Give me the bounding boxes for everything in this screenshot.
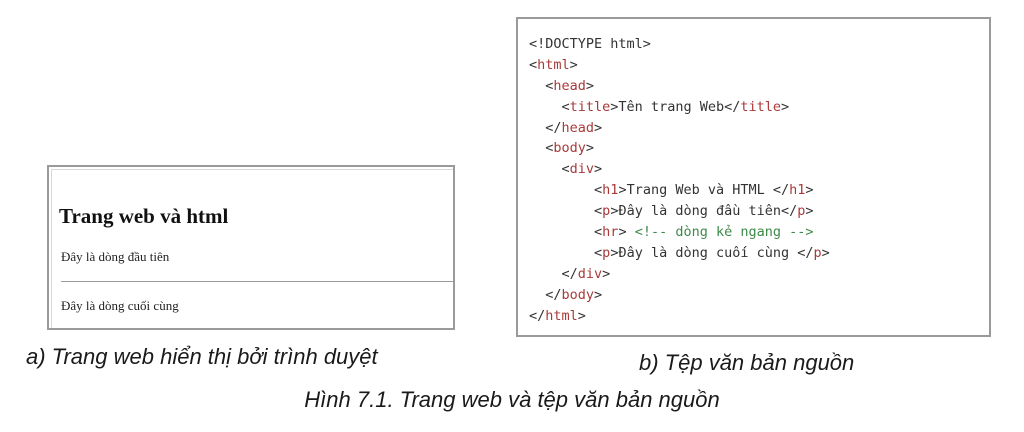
code-text: < xyxy=(529,56,538,73)
browser-render-panel: Trang web và html Đây là dòng đầu tiên Đ… xyxy=(47,165,455,330)
code-text: > xyxy=(594,119,603,136)
page-heading: Trang web và html xyxy=(59,204,229,228)
source-code-panel: <!DOCTYPE html><html> <head> <title>Tên … xyxy=(516,17,991,337)
code-text: < xyxy=(594,182,603,199)
code-text: > xyxy=(585,140,595,157)
code-tag-name: p xyxy=(602,244,611,261)
code-tag-name: h1 xyxy=(789,182,806,199)
browser-viewport: Trang web và html Đây là dòng đầu tiên Đ… xyxy=(51,169,453,328)
caption-source-file: b) Tệp văn bản nguồn xyxy=(639,350,855,375)
code-line: <p>Đây là dòng cuối cùng </p> xyxy=(529,243,830,264)
code-line: <h1>Trang Web và HTML </h1> xyxy=(529,180,830,201)
code-tag-name: title xyxy=(740,98,781,115)
code-line: <title>Tên trang Web</title> xyxy=(529,97,830,118)
source-code-listing: <!DOCTYPE html><html> <head> <title>Tên … xyxy=(529,34,830,326)
code-text: > xyxy=(780,98,790,115)
code-text: </ xyxy=(561,265,578,282)
code-text: >Tên trang Web</ xyxy=(610,98,741,115)
horizontal-rule xyxy=(61,281,453,282)
code-text: < xyxy=(545,140,554,157)
code-line: </body> xyxy=(529,285,830,306)
code-text: <!DOCTYPE html> xyxy=(529,36,651,52)
code-text: > xyxy=(577,307,586,324)
code-line: <p>Đây là dòng đầu tiên</p> xyxy=(529,201,830,222)
code-line: </head> xyxy=(529,118,830,139)
code-line: <html> xyxy=(529,55,830,76)
code-text: < xyxy=(594,244,603,261)
code-text: > xyxy=(602,265,611,282)
code-text: > xyxy=(821,244,830,261)
page-paragraph-last: Đây là dòng cuối cùng xyxy=(61,298,179,313)
code-line: </html> xyxy=(529,306,830,327)
code-text: < xyxy=(561,98,570,115)
code-line: <hr> <!-- dòng kẻ ngang --> xyxy=(529,222,830,243)
code-tag-name: p xyxy=(602,203,611,220)
code-text: > xyxy=(569,56,578,73)
code-text: </ xyxy=(545,119,562,136)
code-tag-name: title xyxy=(569,98,611,115)
code-text: > xyxy=(594,286,603,303)
code-text: < xyxy=(594,224,603,241)
code-text: > xyxy=(805,203,814,220)
caption-browser-view: a) Trang web hiển thị bởi trình duyệt xyxy=(26,344,378,369)
code-text: < xyxy=(594,203,603,220)
code-line: <!DOCTYPE html> xyxy=(529,34,830,55)
code-line: <head> xyxy=(529,76,830,97)
code-text: > xyxy=(805,182,814,199)
code-tag-name: div xyxy=(577,265,603,282)
code-text: > xyxy=(618,224,635,241)
code-text: > xyxy=(585,77,595,94)
code-tag-name: body xyxy=(553,140,586,157)
code-tag-name: html xyxy=(545,307,578,324)
code-tag-name: head xyxy=(553,77,586,94)
code-text: </ xyxy=(529,307,546,324)
code-tag-name: head xyxy=(561,119,595,136)
code-tag-name: h1 xyxy=(602,182,619,199)
code-line: <div> xyxy=(529,159,830,180)
page-paragraph-first: Đây là dòng đầu tiên xyxy=(61,249,170,264)
code-text: >Đây là dòng cuối cùng </ xyxy=(610,244,814,261)
code-text: > xyxy=(594,161,603,178)
code-line: <body> xyxy=(529,138,830,159)
code-tag-name: body xyxy=(561,286,595,303)
code-tag-name: hr xyxy=(602,224,619,241)
code-text: >Đây là dòng đầu tiên</ xyxy=(610,203,798,220)
figure-caption: Hình 7.1. Trang web và tệp văn bản nguồn xyxy=(304,387,720,412)
code-tag-name: p xyxy=(797,203,806,220)
code-text: </ xyxy=(545,286,562,303)
code-text: < xyxy=(561,161,570,178)
code-comment: <!-- dòng kẻ ngang --> xyxy=(634,224,814,241)
code-text: < xyxy=(545,77,554,94)
code-tag-name: p xyxy=(813,244,822,261)
code-tag-name: html xyxy=(537,56,570,73)
code-text: >Trang Web và HTML </ xyxy=(618,182,790,199)
code-line: </div> xyxy=(529,264,830,285)
code-tag-name: div xyxy=(569,161,595,178)
